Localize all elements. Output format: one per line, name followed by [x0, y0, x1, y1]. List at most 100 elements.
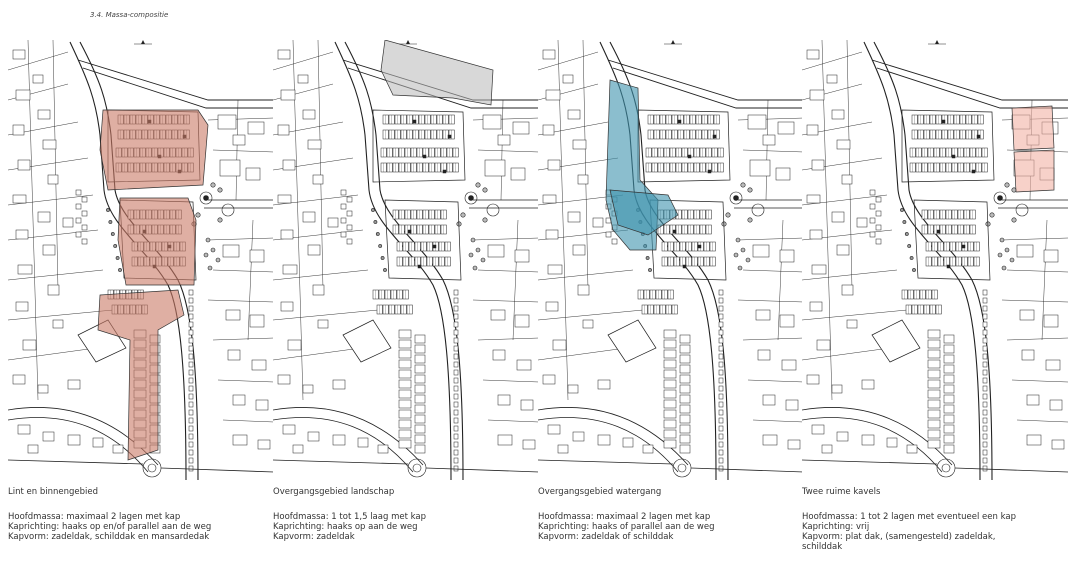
- parking-space: [718, 409, 724, 416]
- existing-building: [37, 384, 49, 394]
- parking-space: [188, 337, 194, 344]
- existing-building: [12, 194, 27, 204]
- existing-building: [484, 159, 506, 177]
- parking-space: [453, 417, 459, 424]
- existing-building: [497, 434, 513, 446]
- small-house: [340, 231, 347, 238]
- existing-building: [861, 434, 875, 446]
- highlight-kavel-2: [1013, 149, 1055, 193]
- existing-building: [277, 49, 291, 60]
- existing-building: [567, 109, 581, 120]
- existing-building: [492, 349, 506, 361]
- existing-building: [752, 244, 770, 258]
- parcel-line: [8, 194, 94, 206]
- roundabout: [221, 203, 235, 217]
- marker: [936, 229, 941, 234]
- house: [927, 359, 941, 369]
- existing-building: [1051, 439, 1065, 450]
- house: [943, 334, 955, 344]
- small-house: [875, 238, 882, 245]
- highlight-lint-middle: [117, 197, 197, 286]
- map-panel-landschap: [273, 40, 539, 480]
- parking-space: [188, 433, 194, 440]
- tree: [215, 257, 221, 263]
- highlight-lint-south: [97, 289, 185, 461]
- existing-building: [557, 444, 569, 454]
- road: [954, 467, 1068, 473]
- existing-building: [482, 114, 502, 130]
- parking-space: [453, 321, 459, 328]
- existing-building: [249, 249, 265, 263]
- small-house: [605, 231, 612, 238]
- existing-building: [749, 159, 771, 177]
- tree: [113, 244, 118, 248]
- parking-space: [982, 433, 988, 440]
- parking-space: [718, 313, 724, 320]
- parking-space: [188, 465, 194, 472]
- parcel-line: [802, 309, 908, 321]
- parking-space: [188, 297, 194, 304]
- house: [679, 434, 691, 444]
- road: [871, 59, 1068, 101]
- road: [160, 467, 274, 473]
- marker: [417, 264, 422, 269]
- house: [414, 344, 426, 354]
- existing-building: [245, 167, 261, 181]
- parking-space: [982, 393, 988, 400]
- caption-title: Lint en binnengebied: [8, 487, 98, 497]
- existing-building: [42, 431, 55, 442]
- house: [679, 404, 691, 414]
- parking-space: [188, 417, 194, 424]
- existing-building: [552, 339, 567, 351]
- house: [663, 389, 677, 399]
- house: [927, 389, 941, 399]
- existing-building: [217, 114, 237, 130]
- road: [690, 467, 804, 473]
- house: [398, 359, 412, 369]
- parking-space: [718, 337, 724, 344]
- large-building: [607, 319, 657, 363]
- tree: [106, 208, 110, 212]
- tree: [1001, 265, 1007, 271]
- house: [943, 384, 955, 394]
- existing-building: [317, 319, 329, 329]
- existing-building: [67, 379, 81, 390]
- map-panel-lint: [8, 40, 274, 480]
- existing-building: [826, 74, 838, 84]
- existing-building: [37, 109, 51, 120]
- existing-building: [547, 264, 563, 275]
- house: [679, 414, 691, 424]
- marker: [951, 154, 956, 159]
- marker: [941, 119, 946, 124]
- house: [927, 339, 941, 349]
- parking-space: [982, 401, 988, 408]
- caption-line: Kapvorm: plat dak, (samengesteld) zadeld…: [802, 532, 996, 542]
- existing-building: [302, 211, 316, 223]
- tree: [733, 252, 739, 258]
- parking-space: [188, 409, 194, 416]
- parcel-line: [207, 237, 274, 241]
- parcel-line: [52, 40, 59, 291]
- marker: [697, 244, 702, 249]
- existing-building: [251, 359, 267, 371]
- parking-space: [188, 329, 194, 336]
- existing-building: [1043, 249, 1059, 263]
- existing-building: [809, 229, 823, 240]
- existing-building: [806, 49, 820, 60]
- small-house: [81, 210, 88, 217]
- house: [943, 394, 955, 404]
- tree: [645, 256, 650, 260]
- existing-building: [287, 339, 302, 351]
- parking-space: [718, 369, 724, 376]
- highlight-lint-north: [99, 109, 209, 191]
- parcel-line: [742, 269, 804, 273]
- marker: [682, 264, 687, 269]
- road: [425, 467, 539, 473]
- parcel-line: [737, 237, 804, 241]
- existing-building: [12, 374, 26, 385]
- small-house: [340, 217, 347, 224]
- existing-building: [514, 249, 530, 263]
- parcel-line: [752, 419, 804, 423]
- small-house: [611, 238, 618, 245]
- existing-building: [17, 159, 31, 171]
